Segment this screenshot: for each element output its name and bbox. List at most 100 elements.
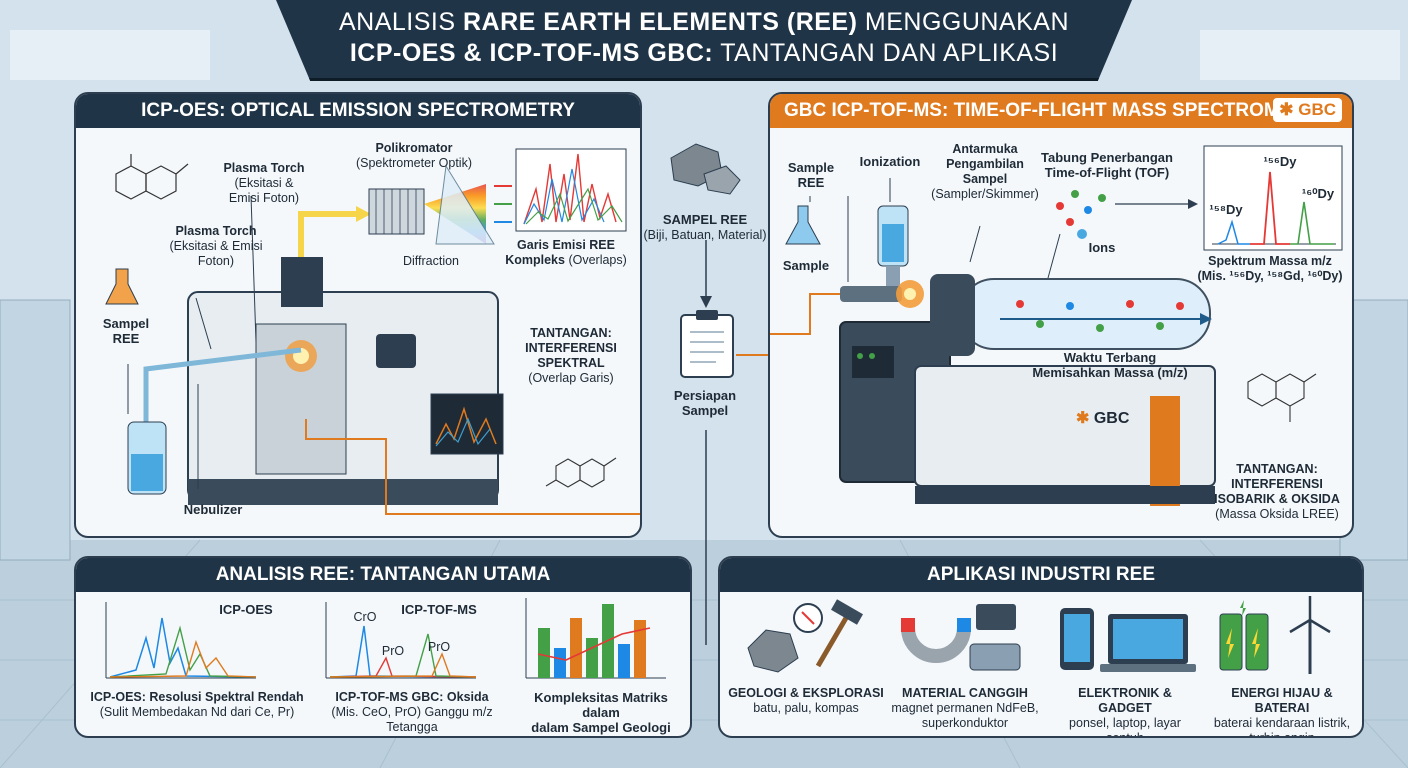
mass-spectrum-label: Spektrum Massa m/z (Mis. ¹⁵⁶Dy, ¹⁵⁸Gd, ¹…	[1190, 254, 1350, 284]
app-geology: GEOLOGI & EKSPLORASI batu, palu, kompas	[728, 686, 884, 716]
isobaric-challenge-title: TANTANGAN: INTERFERENSI ISOBARIK & OKSID…	[1214, 462, 1340, 506]
applications-panel: APLIKASI INDUSTRI REE	[718, 556, 1364, 738]
polychromator-label: Polikromator (Spektrometer Optik)	[344, 141, 484, 171]
polychromator-title: Polikromator	[375, 141, 453, 155]
app-energy-title: ENERGI HIJAU & BATERAI	[1231, 686, 1333, 715]
sample-prep-label: Persiapan Sampel	[673, 388, 737, 418]
challenge1-title: ICP-OES: Resolusi Spektral Rendah	[90, 690, 304, 704]
rock-hammer-compass-icon	[747, 599, 863, 673]
rock-icon	[670, 143, 741, 195]
spectrometer-body	[187, 257, 504, 505]
tof-sample-label: Sample	[782, 258, 830, 273]
gbc-logo-icon: ✱	[1279, 100, 1294, 119]
sample-ree-label: Sampel REE	[102, 316, 150, 346]
challenge2-label: ICP-TOF-MS GBC: Oksida (Mis. CeO, PrO) G…	[312, 690, 512, 735]
gbc-logo-header: ✱ GBC	[1273, 98, 1342, 122]
tof-sample-ree-label: Sample REE	[787, 160, 835, 190]
applications-icons	[747, 596, 1331, 674]
ion-particles	[1016, 300, 1184, 332]
magnet-icon	[901, 604, 1021, 671]
emission-lines-title: Garis Emisi REE Kompleks	[505, 238, 615, 267]
challenges-charts	[105, 598, 666, 679]
spectral-challenge-label: TANTANGAN: INTERFERENSI SPEKTRAL (Overla…	[516, 326, 626, 386]
icp-oes-header: ICP-OES: OPTICAL EMISSION SPECTROMETRY	[76, 94, 640, 128]
app-materials: MATERIAL CANGGIH magnet permanen NdFeB, …	[890, 686, 1040, 731]
gbc-machine-logo: ✱ GBC	[1076, 408, 1129, 428]
battery-wind-turbine-icon	[1219, 596, 1331, 674]
peak-156-label: ¹⁵⁶Dy	[1263, 154, 1297, 169]
title-post-2: TANTANGAN DAN APLIKASI	[713, 39, 1059, 67]
challenge1-sub: (Sulit Membedakan Nd dari Ce, Pr)	[99, 705, 295, 719]
gbc-logo-text: GBC	[1298, 100, 1336, 119]
spectral-challenge-title: TANTANGAN: INTERFERENSI SPEKTRAL	[525, 326, 617, 370]
plasma-torch-sub-1: (Eksitasi & Emisi Foton)	[228, 176, 300, 205]
app-geology-title: GEOLOGI & EKSPLORASI	[728, 686, 884, 700]
app-electronics-sub: ponsel, laptop, layar sentuh	[1069, 716, 1181, 738]
icp-tof-ms-panel: GBC ICP-TOF-MS: TIME-OF-FLIGHT MASS SPEC…	[768, 92, 1354, 538]
challenge1-label: ICP-OES: Resolusi Spektral Rendah (Sulit…	[82, 690, 312, 720]
interface-title: Antarmuka Pengambilan Sampel	[946, 142, 1024, 186]
challenges-panel: ANALISIS REE: TANTANGAN UTAMA ICP-OES IC…	[74, 556, 692, 738]
tof-illustration	[770, 145, 1343, 506]
chart2-title: ICP-TOF-MS	[401, 602, 477, 617]
title-post: MENGGUNAKAN	[857, 8, 1070, 36]
chart1-title: ICP-OES	[219, 602, 273, 617]
title-pre: ANALISIS	[338, 8, 463, 36]
title-line-1: ANALISIS RARE EARTH ELEMENTS (REE) MENGG…	[276, 8, 1132, 37]
ions-cluster-icon	[1056, 190, 1106, 239]
polychromator-sub: (Spektrometer Optik)	[355, 156, 472, 170]
icp-oes-illustration	[105, 148, 640, 515]
title-bold-2: ICP-OES & ICP-TOF-MS GBC:	[349, 39, 714, 67]
title-bold: RARE EARTH ELEMENTS (REE)	[462, 8, 858, 36]
middle-flow	[670, 143, 846, 645]
molecule-icon	[115, 154, 189, 200]
challenge2-sub: (Mis. CeO, PrO) Ganggu m/z Tetangga	[331, 705, 493, 734]
spectral-challenge-sub: (Overlap Garis)	[528, 371, 614, 385]
flight-time-label: Waktu Terbang Memisahkan Massa (m/z)	[1032, 350, 1188, 380]
plasma-torch-title-1: Plasma Torch	[223, 161, 305, 175]
icp-tof-ms-header: GBC ICP-TOF-MS: TIME-OF-FLIGHT MASS SPEC…	[770, 94, 1352, 128]
mass-spectrum-sub: (Mis. ¹⁵⁶Dy, ¹⁵⁸Gd, ¹⁶⁰Dy)	[1197, 269, 1343, 283]
applications-header: APLIKASI INDUSTRI REE	[720, 558, 1362, 592]
isobaric-challenge-label: TANTANGAN: INTERFERENSI ISOBARIK & OKSID…	[1204, 462, 1350, 522]
clipboard-icon	[680, 310, 734, 378]
plasma-torch-label-1: Plasma Torch (Eksitasi & Emisi Foton)	[204, 161, 324, 206]
ionization-label: Ionization	[859, 154, 921, 169]
isobaric-challenge-sub: (Massa Oksida LREE)	[1215, 507, 1339, 521]
nebulizer-label: Nebulizer	[183, 502, 243, 517]
app-energy-sub: baterai kendaraan listrik, turbin angin	[1213, 716, 1351, 738]
icp-tof-ms-header-text: GBC ICP-TOF-MS: TIME-OF-FLIGHT MASS SPEC…	[784, 100, 1330, 121]
mass-spectrum-title: Spektrum Massa m/z	[1208, 254, 1332, 268]
interface-sub: (Sampler/Skimmer)	[931, 187, 1039, 201]
challenges-header: ANALISIS REE: TANTANGAN UTAMA	[76, 558, 690, 592]
diffraction-label: Diffraction	[402, 254, 460, 268]
middle-sample-sub: (Biji, Batuan, Material)	[643, 228, 767, 242]
title-banner: ANALISIS RARE EARTH ELEMENTS (REE) MENGG…	[276, 0, 1132, 81]
challenge3-label: Kompleksitas Matriks dalam dalam Sampel …	[531, 690, 671, 735]
chart2-cro: CrO	[353, 610, 377, 624]
phone-laptop-icon	[1060, 608, 1196, 672]
peak-158-label: ¹⁵⁸Dy	[1209, 202, 1243, 217]
icp-oes-panel: ICP-OES: OPTICAL EMISSION SPECTROMETRY	[74, 92, 642, 538]
title-line-2: ICP-OES & ICP-TOF-MS GBC: TANTANGAN DAN …	[276, 39, 1132, 68]
gbc-machine-logo-icon: ✱	[1076, 410, 1090, 427]
peak-160-label: ¹⁶⁰Dy	[1301, 186, 1335, 201]
plasma-torch-label-2: Plasma Torch (Eksitasi & Emisi Foton)	[146, 224, 286, 269]
ions-label: Ions	[1088, 240, 1116, 255]
tof-tube-label: Tabung Penerbangan Time-of-Flight (TOF)	[1041, 150, 1173, 180]
emission-lines-sub: (Overlaps)	[568, 253, 627, 267]
app-geology-sub: batu, palu, kompas	[753, 701, 859, 715]
app-materials-sub: magnet permanen NdFeB, superkonduktor	[891, 701, 1039, 730]
app-electronics: ELEKTRONIK & GADGET ponsel, laptop, laya…	[1050, 686, 1200, 738]
emission-lines-label: Garis Emisi REE Kompleks (Overlaps)	[501, 238, 631, 268]
chart2-pro-2: PrO	[427, 640, 451, 654]
plasma-torch-title-2: Plasma Torch	[175, 224, 257, 238]
challenge2-title: ICP-TOF-MS GBC: Oksida	[335, 690, 489, 704]
app-electronics-title: ELEKTRONIK & GADGET	[1078, 686, 1172, 715]
app-materials-title: MATERIAL CANGGIH	[902, 686, 1028, 700]
chart2-pro-1: PrO	[381, 644, 405, 658]
interface-label: Antarmuka Pengambilan Sampel (Sampler/Sk…	[920, 142, 1050, 202]
plasma-torch-sub-2: (Eksitasi & Emisi Foton)	[169, 239, 263, 268]
middle-sample-title: SAMPEL REE	[662, 212, 748, 227]
app-energy: ENERGI HIJAU & BATERAI baterai kendaraan…	[1204, 686, 1360, 738]
